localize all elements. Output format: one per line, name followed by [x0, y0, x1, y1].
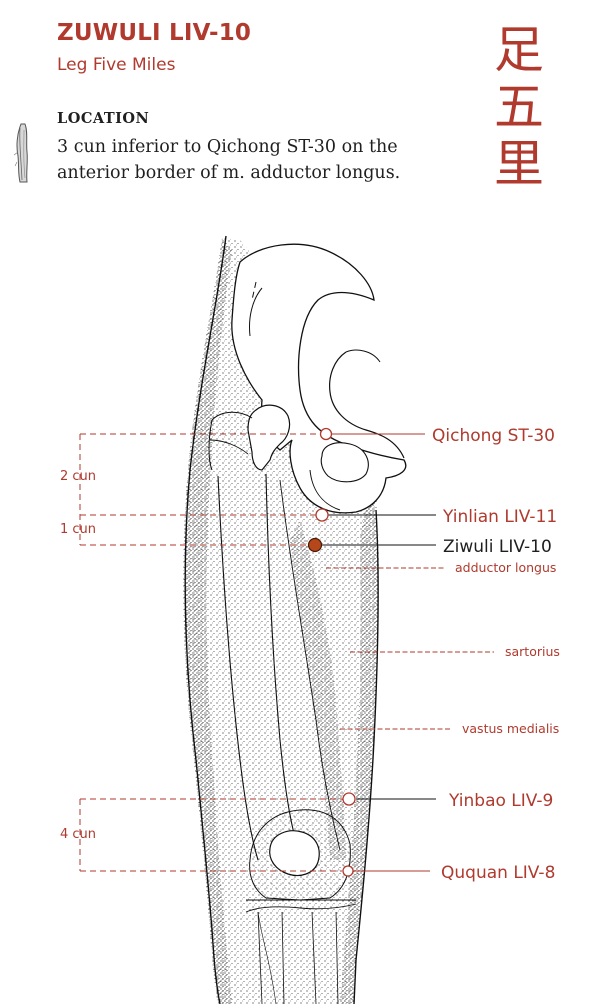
yinlian-point-marker — [315, 508, 329, 522]
page-title: ZUWULI LIV-10 — [57, 20, 252, 46]
vastus-label: vastus medialis — [462, 721, 559, 736]
qichong-label: Qichong ST-30 — [432, 426, 555, 446]
chinese-char: 五 — [494, 78, 544, 136]
yinbao-label: Yinbao LIV-9 — [448, 791, 553, 811]
chinese-char: 足 — [494, 21, 544, 79]
yinlian-label: Yinlian LIV-11 — [442, 507, 557, 527]
chinese-name: 足 五 里 — [484, 22, 554, 193]
muscle-leaders — [326, 567, 494, 730]
femur — [208, 404, 341, 861]
qichong-point-marker — [319, 427, 333, 441]
four-cun-label: 4 cun — [60, 827, 96, 842]
ququan-label: Ququan LIV-8 — [441, 863, 555, 883]
page-subtitle: Leg Five Miles — [57, 55, 176, 75]
leg-thumbnail-icon — [13, 123, 28, 183]
location-line: 3 cun inferior to Qichong ST-30 on the — [57, 137, 398, 157]
location-description: 3 cun inferior to Qichong ST-30 on the a… — [57, 134, 427, 186]
knee — [245, 809, 357, 1004]
ziwuli-point-marker — [307, 537, 323, 553]
yinbao-point-marker — [342, 792, 356, 806]
point-leaders — [321, 433, 436, 872]
chinese-char: 里 — [494, 135, 544, 193]
pelvis — [231, 243, 407, 514]
two-cun-label: 2 cun — [60, 469, 96, 484]
ziwuli-label: Ziwuli LIV-10 — [443, 537, 552, 557]
leg-outline — [183, 235, 379, 1004]
sartorius-label: sartorius — [505, 644, 560, 659]
ququan-point-marker — [342, 865, 354, 877]
measurement-brackets — [79, 433, 343, 872]
location-heading: LOCATION — [57, 110, 150, 127]
location-line: anterior border of m. adductor longus. — [57, 163, 401, 183]
adductor-label: adductor longus — [455, 560, 556, 575]
one-cun-label: 1 cun — [60, 522, 96, 537]
